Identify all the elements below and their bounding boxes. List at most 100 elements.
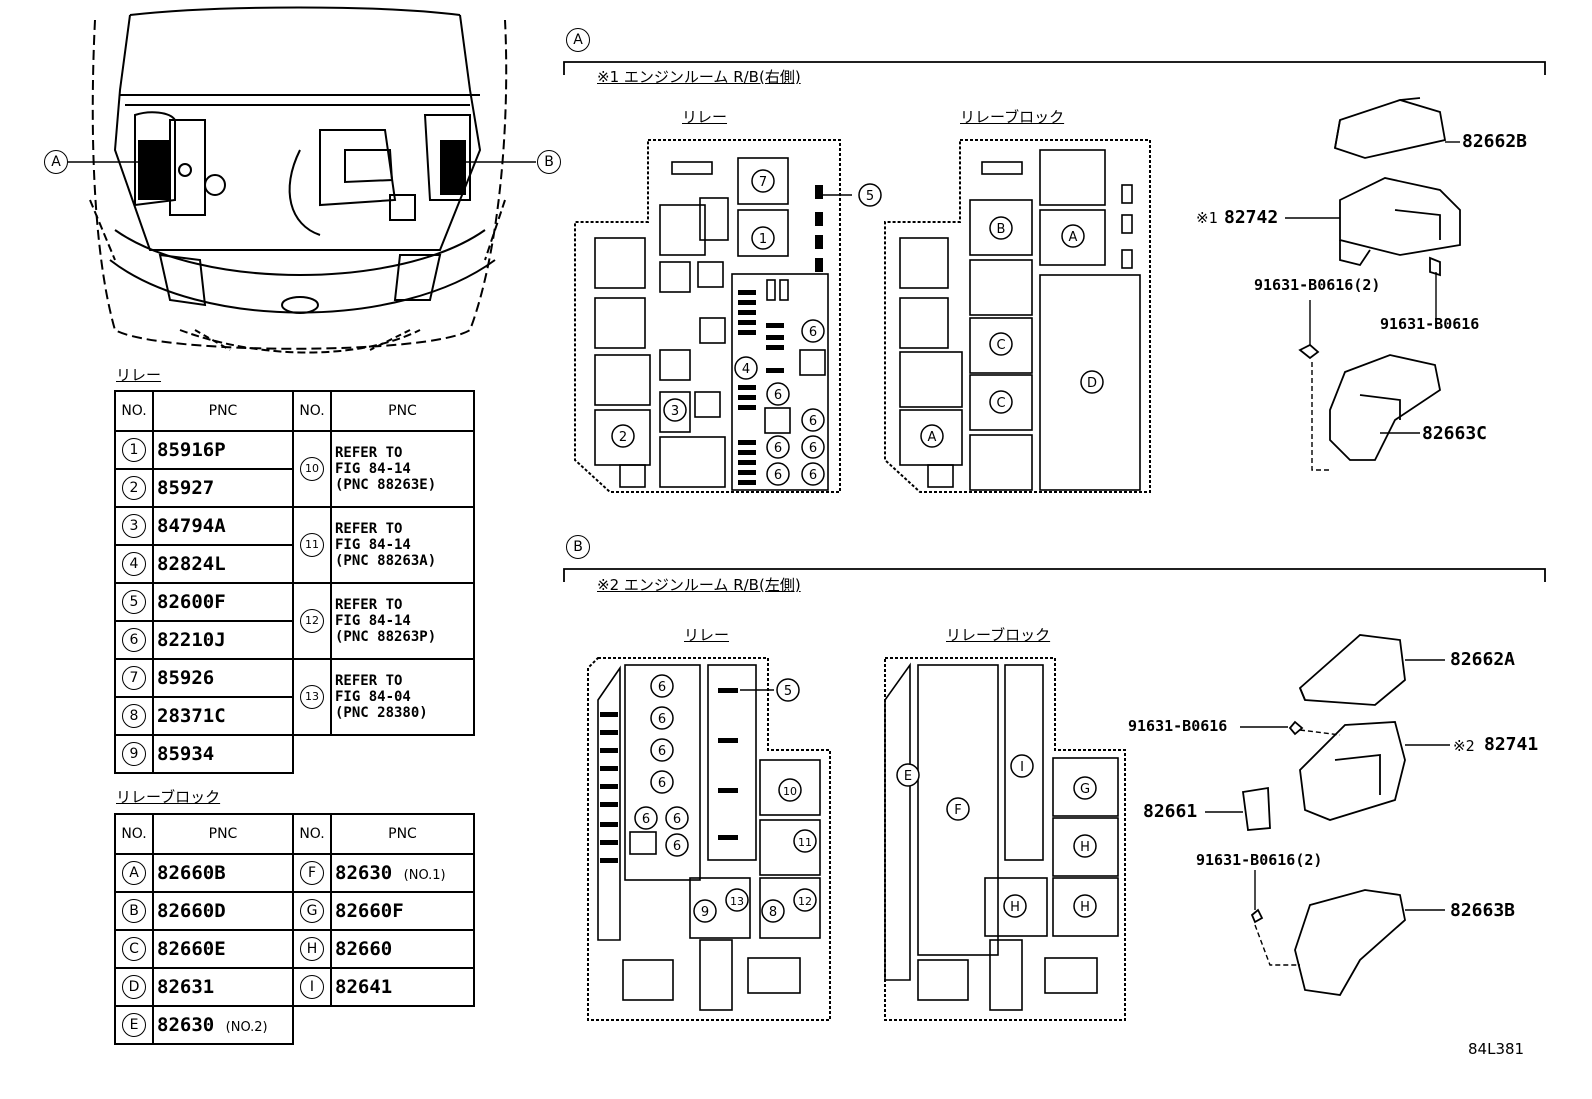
svg-text:8: 8 — [769, 905, 777, 920]
relay-ref: REFER TO FIG 84-04 (PNC 28380) — [330, 658, 475, 736]
svg-text:6: 6 — [809, 325, 817, 340]
svg-text:H: H — [1080, 900, 1090, 915]
relay-table-title: リレー — [116, 366, 162, 384]
col-pnc: PNC — [152, 813, 294, 855]
svg-text:2: 2 — [619, 430, 627, 445]
svg-text:B: B — [997, 222, 1006, 237]
block-pnc: 82660E — [152, 929, 294, 969]
part-91631-b0616-a: 91631-B0616 — [1380, 315, 1480, 333]
svg-text:6: 6 — [658, 712, 666, 727]
relay-no: 5 — [122, 590, 146, 614]
col-no: NO. — [292, 390, 332, 432]
block-pnc: 82660F — [330, 891, 475, 931]
relay-no: 7 — [122, 666, 146, 690]
relay-no: 3 — [122, 514, 146, 538]
svg-text:H: H — [1010, 900, 1020, 915]
col-pnc: PNC — [152, 390, 294, 432]
block-pnc: 82660B — [152, 853, 294, 893]
svg-text:A: A — [928, 430, 937, 445]
col-pnc: PNC — [330, 390, 475, 432]
section-a-marker: A — [566, 28, 590, 52]
part-91631-b0616-2-b: 91631-B0616(2) — [1196, 851, 1323, 869]
svg-text:1: 1 — [759, 232, 767, 247]
section-b-exploded-parts — [1205, 634, 1450, 996]
svg-text:6: 6 — [809, 414, 817, 429]
callout-a-marker: A — [44, 150, 68, 174]
part-82741: 82741 — [1484, 734, 1539, 755]
svg-text:5: 5 — [784, 684, 792, 699]
relay-pnc: 85916P — [152, 430, 294, 470]
part-82742-mark: ※1 — [1196, 209, 1218, 227]
section-b-title: ※2 エンジンルーム R/B(左側) — [597, 576, 801, 594]
block-no: C — [122, 937, 146, 961]
relay-block-b — [884, 657, 1126, 1021]
svg-text:H: H — [1080, 840, 1090, 855]
section-b-relay-label: リレー — [684, 626, 730, 644]
block-no: D — [122, 975, 146, 999]
relay-no: 9 — [122, 742, 146, 766]
svg-text:6: 6 — [658, 680, 666, 695]
figure-code: 84L381 — [1468, 1040, 1525, 1058]
svg-text:5: 5 — [866, 189, 874, 204]
svg-text:6: 6 — [658, 744, 666, 759]
part-91631-b0616-2-a: 91631-B0616(2) — [1254, 276, 1381, 294]
col-pnc: PNC — [330, 813, 475, 855]
relay-ref: REFER TO FIG 84-14 (PNC 88263A) — [330, 506, 475, 584]
callout-b-marker: B — [537, 150, 561, 174]
svg-text:C: C — [996, 396, 1005, 411]
relay-no: 8 — [122, 704, 146, 728]
section-b-block-label: リレーブロック — [946, 626, 1051, 644]
block-no: I — [300, 975, 324, 999]
block-no: B — [122, 899, 146, 923]
svg-text:G: G — [1080, 782, 1090, 797]
block-pnc: 82631 — [152, 967, 294, 1007]
relay-ref: REFER TO FIG 84-14 (PNC 88263E) — [330, 430, 475, 508]
part-82741-mark: ※2 — [1453, 737, 1475, 755]
relay-box-b — [587, 657, 831, 1021]
svg-text:A: A — [1069, 230, 1078, 245]
block-no: E — [122, 1013, 146, 1037]
relay-no: 2 — [122, 476, 146, 500]
relay-table: NO. PNC NO. PNC 1 85916P 10 REFER TO FIG… — [114, 390, 475, 774]
relay-pnc: 85927 — [152, 468, 294, 508]
relay-no: 10 — [300, 457, 324, 481]
svg-text:11: 11 — [798, 836, 812, 849]
section-a-block-label: リレーブロック — [960, 108, 1065, 126]
block-pnc: 82660D — [152, 891, 294, 931]
svg-text:6: 6 — [673, 839, 681, 854]
col-no: NO. — [292, 813, 332, 855]
svg-text:6: 6 — [809, 441, 817, 456]
part-82742: 82742 — [1224, 207, 1279, 228]
block-pnc: 82630 (NO.1) — [330, 853, 475, 893]
svg-text:6: 6 — [642, 812, 650, 827]
svg-text:7: 7 — [759, 175, 767, 190]
relay-pnc: 82824L — [152, 544, 294, 584]
svg-text:6: 6 — [774, 388, 782, 403]
relay-no: 11 — [300, 533, 324, 557]
relay-pnc: 82600F — [152, 582, 294, 622]
svg-text:6: 6 — [774, 468, 782, 483]
relay-block-table-title: リレーブロック — [116, 788, 221, 806]
block-no: A — [122, 861, 146, 885]
relay-ref: REFER TO FIG 84-14 (PNC 88263P) — [330, 582, 475, 660]
relay-pnc: 85934 — [152, 734, 294, 774]
block-no: G — [300, 899, 324, 923]
relay-block-a — [884, 139, 1151, 493]
relay-no: 6 — [122, 628, 146, 652]
svg-text:6: 6 — [673, 812, 681, 827]
block-no: F — [300, 861, 324, 885]
svg-text:9: 9 — [701, 905, 709, 920]
section-a-relay-label: リレー — [682, 108, 728, 126]
svg-text:F: F — [954, 803, 961, 818]
relay-pnc: 28371C — [152, 696, 294, 736]
relay-pnc: 82210J — [152, 620, 294, 660]
relay-no: 12 — [300, 609, 324, 633]
part-82663b: 82663B — [1450, 900, 1516, 921]
part-91631-b0616-b: 91631-B0616 — [1128, 717, 1228, 735]
col-no: NO. — [114, 813, 154, 855]
svg-text:10: 10 — [783, 785, 797, 798]
svg-text:E: E — [904, 769, 912, 784]
section-b-marker: B — [566, 535, 590, 559]
